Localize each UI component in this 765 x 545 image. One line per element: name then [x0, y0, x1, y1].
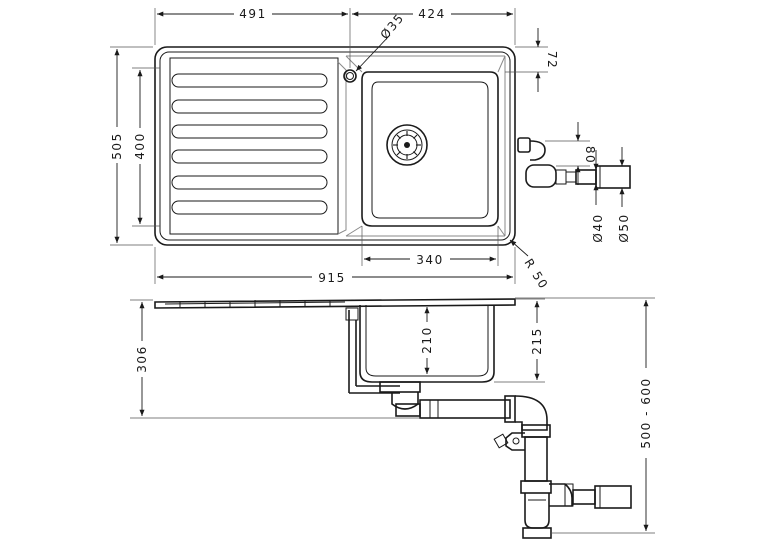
- dimensions-top-view: 491 424 Ø35 72 505 400 80: [108, 5, 631, 292]
- sink-outer-rim: [154, 46, 516, 246]
- drain-body: [379, 381, 421, 417]
- dim-label-400: 400: [133, 132, 147, 159]
- top-view: [154, 46, 631, 246]
- trap-section: [520, 436, 552, 539]
- dim-label-d35: Ø35: [378, 11, 408, 42]
- dim-label-306: 306: [135, 345, 149, 372]
- sink-bowl: [345, 55, 506, 237]
- waste-fitting-top: [517, 137, 631, 189]
- dim-label-d50: Ø50: [617, 213, 631, 242]
- dim-label-340: 340: [416, 253, 443, 267]
- drainer-grooves: [171, 73, 328, 215]
- dim-label-500-600: 500 - 600: [639, 377, 653, 448]
- drain-strainer: [386, 124, 428, 166]
- drainer-profile: [154, 298, 516, 309]
- dim-label-424: 424: [418, 7, 445, 21]
- dim-leader-d35: [355, 34, 391, 72]
- bowl-section: [359, 305, 495, 383]
- sink-inner-rim: [159, 51, 511, 241]
- side-view: [154, 298, 632, 539]
- dim-label-r50: R 50: [521, 256, 551, 292]
- dim-label-d40: Ø40: [591, 213, 605, 242]
- dimensions-side-view: 306 210 215 500 - 600: [130, 297, 655, 534]
- dim-label-80: 80: [583, 146, 597, 164]
- dim-label-915: 915: [318, 271, 345, 285]
- dim-label-210: 210: [420, 326, 434, 353]
- overflow-pipe: [345, 307, 400, 394]
- waste-pipe: [419, 395, 551, 438]
- dim-label-491: 491: [239, 7, 266, 21]
- dim-label-72: 72: [545, 51, 559, 69]
- appliance-inlet: [493, 432, 525, 451]
- dim-label-505: 505: [110, 132, 124, 159]
- trap-outlet: [549, 483, 632, 509]
- drainer-area: [169, 57, 339, 235]
- dim-leader-r50: [509, 239, 529, 257]
- dim-label-215: 215: [530, 327, 544, 354]
- tap-hole: [343, 69, 357, 83]
